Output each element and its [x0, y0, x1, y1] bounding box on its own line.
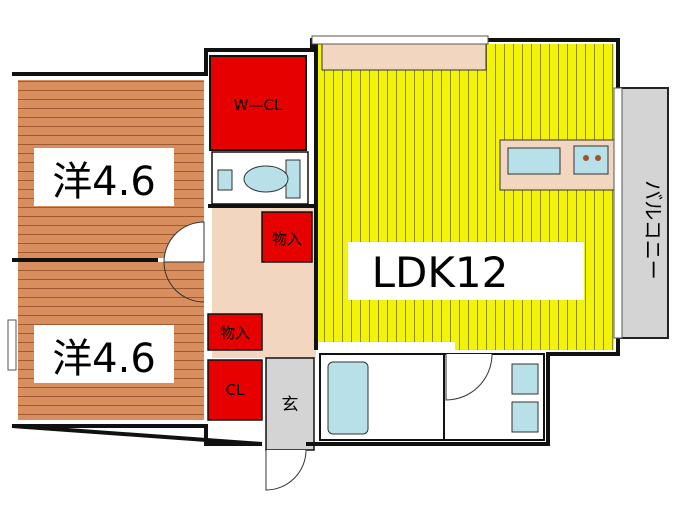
walk-in-closet — [209, 55, 307, 151]
door-swing-icon — [163, 221, 205, 263]
door-swing-icon — [163, 261, 205, 303]
ldk-storage-strip — [321, 43, 487, 71]
door-swing-icon — [265, 449, 307, 491]
entrance — [265, 357, 315, 451]
western-room-lower-label: 洋4.6 — [52, 336, 156, 382]
storage-upper-label: 物入 — [272, 230, 302, 248]
window-frames — [7, 35, 623, 371]
ldk — [318, 44, 614, 350]
stove-icon — [573, 145, 609, 175]
washer-icon — [511, 401, 539, 433]
burner-icon — [595, 155, 601, 161]
door-swing-icon — [445, 353, 493, 401]
storage-lower — [207, 313, 263, 351]
toilet-sink — [217, 169, 233, 191]
ldk-label-bg — [348, 242, 584, 300]
toilet-bowl-icon — [243, 165, 289, 193]
western-room-upper-label-bg — [34, 148, 174, 206]
western-room-upper-label: 洋4.6 — [52, 159, 156, 205]
storage-lower-label: 物入 — [220, 324, 250, 342]
kitchen-sink-icon — [507, 147, 561, 175]
ldk-label: LDK12 — [372, 248, 509, 297]
bathtub-icon — [327, 361, 369, 435]
western-room-lower-label-bg — [34, 325, 174, 383]
balcony-label: バルコニー — [641, 180, 665, 280]
walk-in-closet-label: W—CL — [234, 96, 283, 114]
entrance-label: 玄 — [282, 395, 299, 415]
storage-upper — [261, 211, 313, 263]
burner-icon — [583, 155, 589, 161]
washbasin-icon — [511, 363, 539, 395]
closet — [207, 359, 263, 421]
closet-label: CL — [226, 381, 245, 399]
